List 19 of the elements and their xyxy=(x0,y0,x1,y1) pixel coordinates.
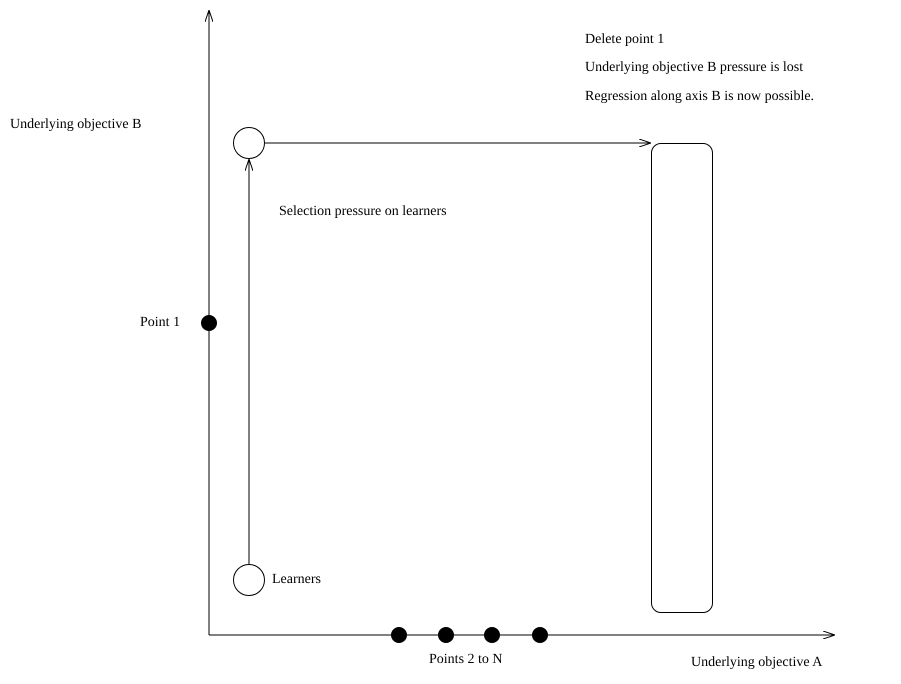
node-caption: Learners xyxy=(272,572,321,588)
axis-label: Underlying objective A xyxy=(691,655,822,671)
node-caption: Point 1 xyxy=(140,315,180,331)
note-text: Regression along axis B is now possible. xyxy=(585,89,814,105)
note-text: Delete point 1 xyxy=(585,32,664,48)
point-dot xyxy=(201,315,217,331)
note-text: Underlying objective B pressure is lost xyxy=(585,60,804,76)
arrow xyxy=(264,138,652,148)
learner-circle xyxy=(233,564,265,596)
axis-label: Underlying objective B xyxy=(10,117,142,133)
points-label: Points 2 to N xyxy=(429,652,503,668)
arrow xyxy=(244,158,254,564)
point-dot xyxy=(438,627,454,643)
point-dot xyxy=(484,627,500,643)
point-dot xyxy=(532,627,548,643)
annotation-text: Selection pressure on learners xyxy=(279,204,447,220)
rounded-box xyxy=(651,143,713,613)
point-dot xyxy=(391,627,407,643)
learner-circle xyxy=(233,127,265,159)
